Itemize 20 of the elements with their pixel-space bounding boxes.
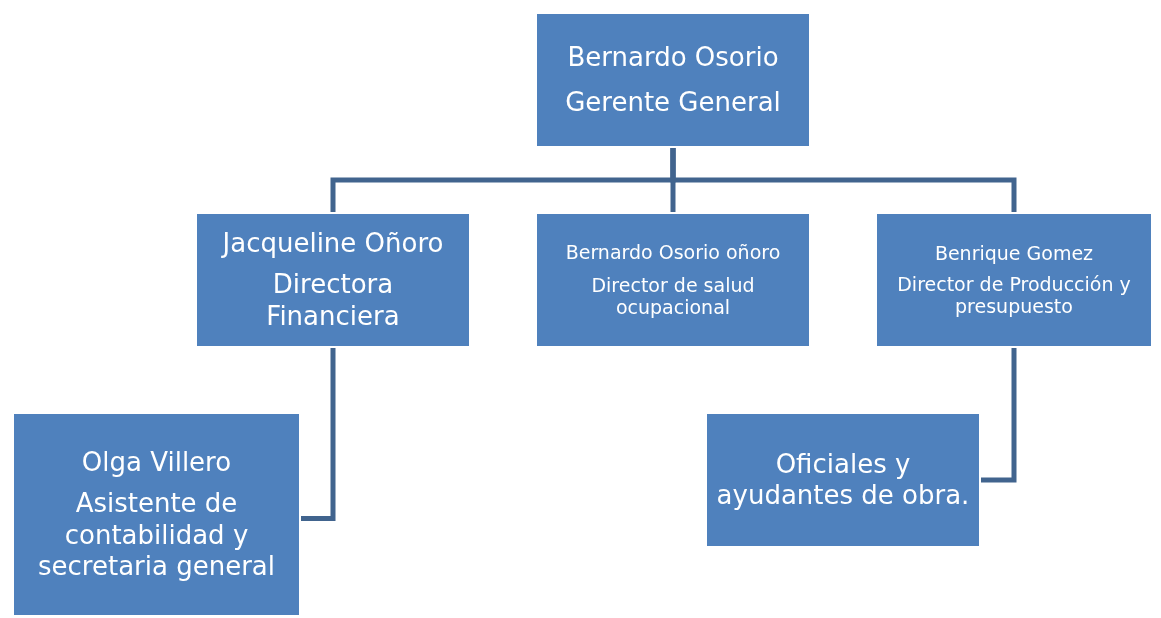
person-name: Bernardo Osorio oñoro [565, 240, 781, 264]
org-box [12, 412, 301, 617]
job-title: Director de salud ocupacional [590, 273, 756, 320]
job-title: Asistente de contabilidad y secretaria general [37, 488, 276, 582]
job-title: Director de Producción y presupuesto [896, 272, 1132, 319]
connector-line [301, 348, 336, 522]
org-box [705, 412, 981, 548]
org-box [875, 212, 1153, 348]
connector-line [670, 148, 1017, 212]
person-name: Olga Villero [81, 447, 232, 479]
job-title: Directora Financiera [265, 269, 401, 332]
job-title: Gerente General [565, 87, 781, 119]
org-box [535, 212, 811, 348]
person-name: Jacqueline Oñoro [222, 228, 444, 260]
connector-line [981, 348, 1017, 483]
org-box [195, 212, 471, 348]
person-name: Bernardo Osorio [567, 41, 779, 73]
person-name: Benrique Gomez [934, 241, 1094, 265]
job-title: Oficiales y ayudantes de obra. [715, 448, 971, 512]
org-box [535, 12, 811, 148]
